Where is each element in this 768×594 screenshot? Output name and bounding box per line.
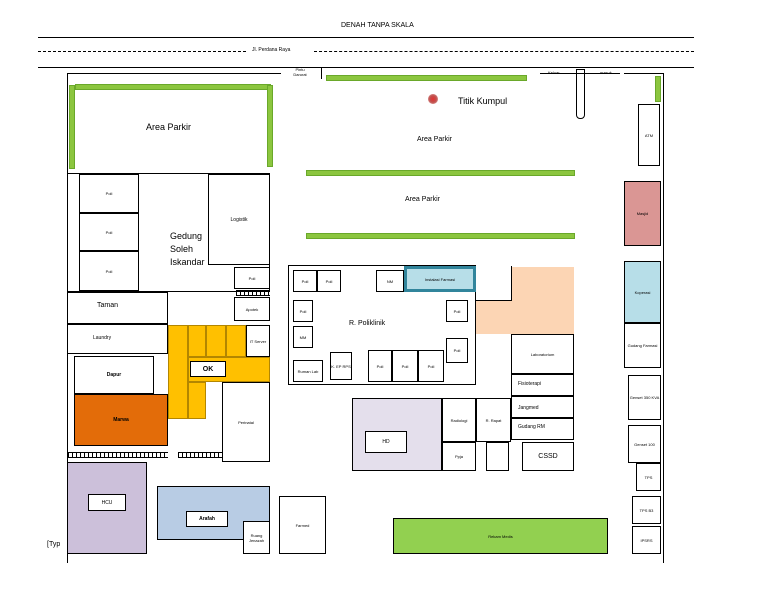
poliklinik-poli-1: Poli <box>293 270 317 292</box>
titik-kumpul-icon <box>428 94 438 104</box>
ok-cell-1 <box>168 325 188 419</box>
masuk-label: masuk <box>600 70 612 75</box>
room-genset-100: Genset 100 <box>628 425 661 463</box>
hd-label-box: HD <box>365 431 407 453</box>
room-gudang-farmasi: Gudang Farmasi <box>624 323 661 368</box>
room-taman: Taman <box>67 292 168 324</box>
green-strip-middle <box>306 170 575 176</box>
poliklinik-poli-8: Poli <box>418 350 444 382</box>
poliklinik-poli-2: Poli <box>317 270 341 292</box>
poliklinik-poli-4: Poli <box>446 300 468 322</box>
poli-room-1: Poli <box>79 174 139 213</box>
room-radiologi: Radiologi <box>442 398 476 442</box>
room-ok: OK <box>190 361 226 377</box>
poli-room-2: Poli <box>79 213 139 251</box>
plan-title: DENAH TANPA SKALA <box>341 22 414 29</box>
room-tps: TPS <box>636 463 661 491</box>
green-strip-left <box>69 85 75 169</box>
fence-left-3 <box>178 452 222 458</box>
boundary-right <box>663 73 664 563</box>
room-ruang-jenazah: Ruang Jenazah <box>243 521 270 554</box>
room-ipsrs: IPSRS <box>632 526 661 554</box>
room-farmed: Farmed <box>279 496 326 554</box>
keluar-label: Keluar <box>548 70 560 75</box>
lab-peach-notch <box>476 266 512 301</box>
pintu-darurat-label: Pintu Darurat <box>293 67 307 77</box>
gedung-soleh-iskandar: Gedung Soleh Iskandar <box>170 231 205 267</box>
room-ppja: Ppja <box>442 442 476 471</box>
poliklinik-ruman-lab: Ruman Lab <box>293 360 323 382</box>
room-marwa: Marwa <box>74 394 168 446</box>
arafah-label: Arafah <box>199 516 215 522</box>
room-laboratorium: Laboratorium <box>511 334 574 374</box>
room-fisioterapi: Fisioterapi <box>511 374 574 396</box>
arafah-label-box: Arafah <box>186 511 228 527</box>
hcu-label-box: HCU <box>88 494 126 511</box>
room-instalasi-farmasi: Instalasi Farmasi <box>404 266 476 292</box>
area-parkir-b: Area Parkir <box>417 136 453 143</box>
room-cssd: CSSD <box>522 442 574 471</box>
poliklinik-k-ep: K. EP RPS <box>330 352 352 380</box>
road-top-line <box>38 37 694 38</box>
room-masjid: Masjid <box>624 181 661 246</box>
ok-cell-3 <box>206 325 226 357</box>
boundary-top-right <box>624 73 663 74</box>
ok-cell-4 <box>226 325 246 357</box>
fence-left-1 <box>236 290 270 296</box>
poliklinik-poli-6: Poli <box>368 350 392 382</box>
room-laundry: Laundry <box>67 324 168 354</box>
gate-barrier-icon <box>576 69 585 119</box>
ok-cell-6 <box>188 382 206 419</box>
gate-post-left <box>321 67 322 79</box>
room-jangmed: Jangmed <box>511 396 574 418</box>
road-bottom-line <box>38 67 694 68</box>
room-dapur: Dapur <box>74 356 154 394</box>
room-r-rapat: R. Rapat <box>476 398 511 442</box>
poliklinik-poli-5: Poli <box>446 338 468 363</box>
road-name: Jl. Perdana Raya <box>252 47 291 53</box>
road-center-line-left <box>38 51 246 52</box>
footer-fragment: [Typ <box>47 541 61 548</box>
poli-room-3: Poli <box>79 251 139 291</box>
green-strip-top-center <box>326 75 527 81</box>
room-atm: ATM <box>638 104 660 166</box>
room-koperasi: Koperasi <box>624 261 661 323</box>
room-perinatal: Perinatal <box>222 382 270 462</box>
poliklinik-label: R. Poliklinik <box>349 320 386 327</box>
green-strip-right-edge <box>655 76 661 102</box>
road-center-line-right <box>314 51 694 52</box>
room-tps-b3: TPS B3 <box>632 496 661 524</box>
area-parkir-c: Area Parkir <box>405 196 441 203</box>
room-it-server: IT Server <box>246 325 270 357</box>
hd-label: HD <box>382 439 390 445</box>
hcu-label: HCU <box>101 499 113 506</box>
green-strip-lower <box>306 233 575 239</box>
room-near-cssd <box>486 442 509 471</box>
poliklinik-poli-7: Poli <box>392 350 418 382</box>
room-rekam-medis: Rekam Medis <box>393 518 608 554</box>
green-strip-right <box>267 85 273 167</box>
poliklinik-poli-3: Poli <box>293 300 313 322</box>
room-poli-small: Poli <box>234 267 270 289</box>
room-logistik: Logistik <box>208 174 270 265</box>
fence-left-2 <box>68 452 168 458</box>
area-parkir-a: Area Parkir <box>146 122 192 132</box>
room-gudang-rm: Gudang RM <box>511 418 574 440</box>
green-strip-top-left <box>75 84 271 90</box>
gate-arrow-line <box>540 73 620 74</box>
room-genset-350: Genset 350 KVA <box>628 375 661 420</box>
poliklinik-mm: MM <box>293 326 313 348</box>
titik-kumpul-label: Titik Kumpul <box>458 96 508 106</box>
room-apotek: Apotek <box>234 297 270 321</box>
poliklinik-nm: NM <box>376 270 404 292</box>
boundary-top-left <box>67 73 281 74</box>
ok-cell-2 <box>188 325 206 357</box>
